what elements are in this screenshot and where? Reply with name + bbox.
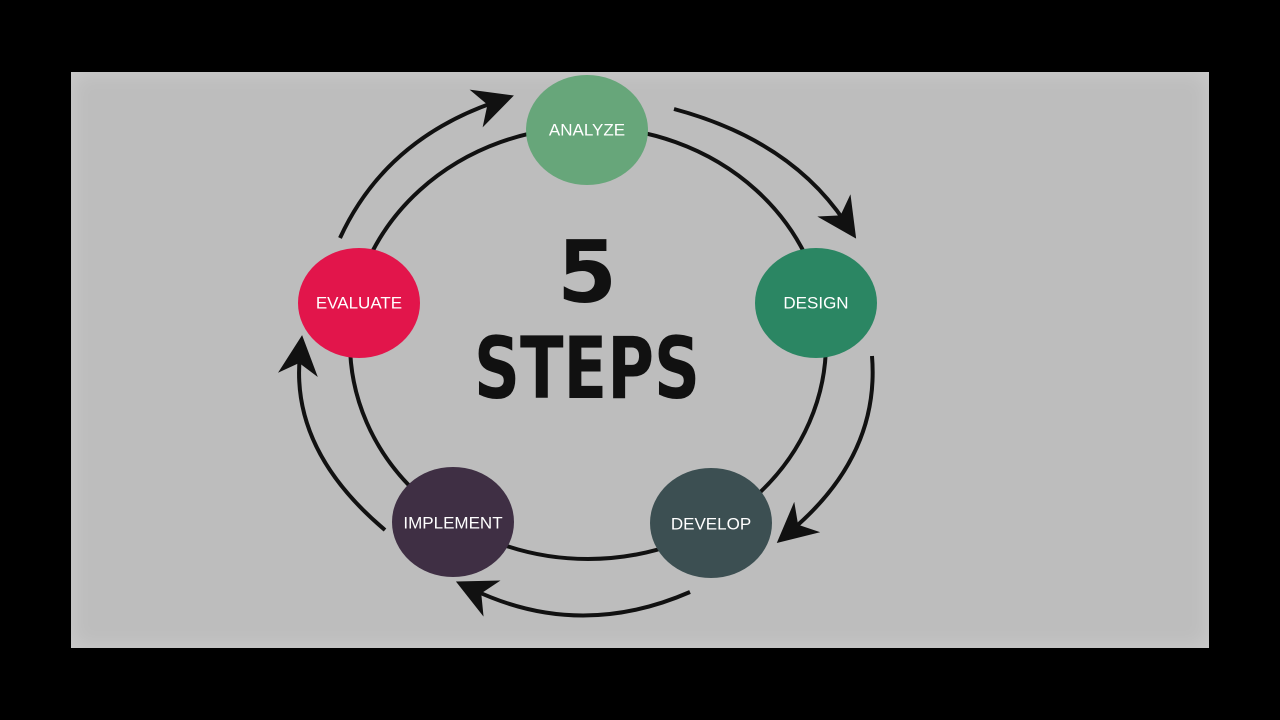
step-evaluate: EVALUATE (298, 248, 420, 358)
step-analyze-circle (526, 75, 648, 185)
step-develop-circle (650, 468, 772, 578)
step-design-label: DESIGN (783, 294, 848, 313)
step-analyze: ANALYZE (526, 75, 648, 185)
title-word: STEPS (474, 319, 700, 419)
step-develop-label: DEVELOP (671, 515, 751, 534)
arrow-implement-to-evaluate (278, 335, 387, 532)
step-analyze-label: ANALYZE (549, 121, 625, 140)
step-evaluate-circle (298, 248, 420, 358)
step-design: DESIGN (755, 248, 877, 358)
arrow-develop-to-implement (455, 580, 691, 618)
step-implement: IMPLEMENT (392, 467, 514, 577)
step-develop: DEVELOP (650, 468, 772, 578)
arrow-design-to-develop (776, 355, 875, 543)
title-number: 5 (557, 223, 617, 323)
step-design-circle (755, 248, 877, 358)
step-implement-label: IMPLEMENT (403, 514, 502, 533)
arrow-analyze-to-design (673, 107, 857, 239)
step-implement-circle (392, 467, 514, 577)
step-evaluate-label: EVALUATE (316, 294, 402, 313)
arrow-evaluate-to-analyze (338, 89, 514, 239)
